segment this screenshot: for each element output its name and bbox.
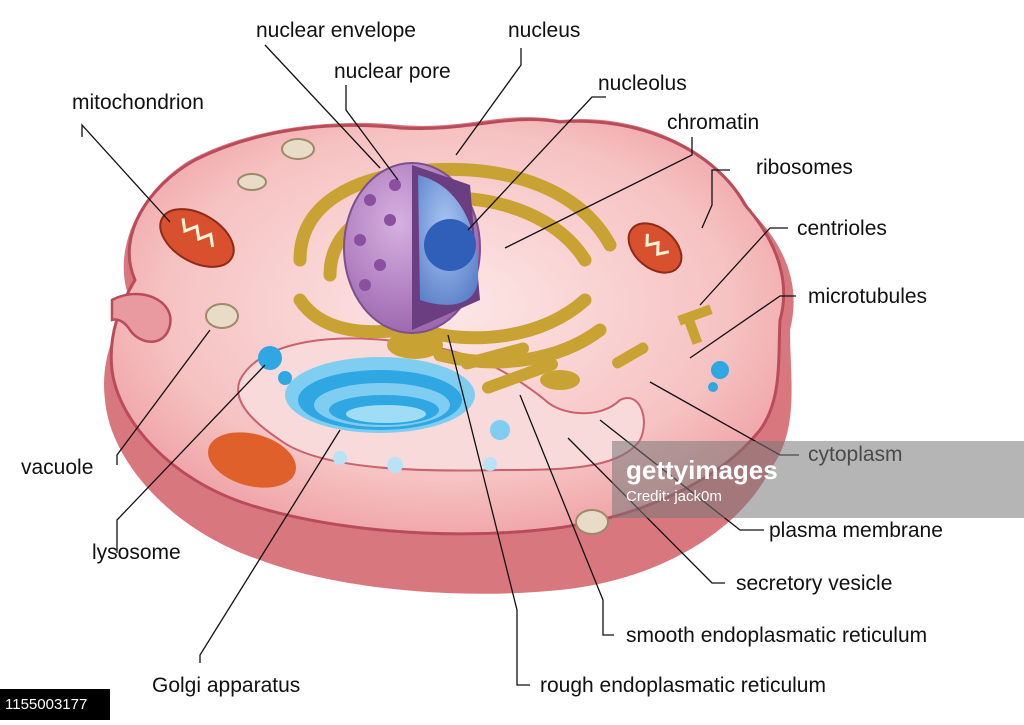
label-golgi-apparatus: Golgi apparatus — [152, 674, 301, 697]
label-nucleolus: nucleolus — [598, 72, 687, 95]
vacuole — [205, 303, 239, 329]
vesicle-blue — [711, 361, 729, 379]
golgi-apparatus — [258, 346, 510, 473]
vesicle-left — [237, 173, 267, 191]
label-nucleus: nucleus — [508, 19, 581, 42]
secretory-vesicle — [575, 509, 609, 535]
watermark-bar — [612, 441, 1024, 518]
vesicle-top — [281, 138, 315, 160]
mitochondrion-right — [627, 222, 683, 274]
nucleus — [343, 162, 481, 334]
label-nuclear-envelope: nuclear envelope — [256, 19, 416, 42]
label-vacuole: vacuole — [21, 456, 94, 479]
vesicle-blue-small — [708, 382, 718, 392]
lysosome — [208, 432, 296, 488]
membrane-fold-left — [110, 292, 172, 343]
image-id-bar — [0, 689, 110, 720]
label-microtubules: microtubules — [808, 285, 928, 308]
label-chromatin: chromatin — [667, 111, 760, 134]
label-plasma-membrane: plasma membrane — [769, 519, 943, 542]
label-centrioles: centrioles — [797, 217, 887, 240]
label-lysosome: lysosome — [92, 541, 181, 564]
label-rough-er: rough endoplasmatic reticulum — [540, 674, 826, 697]
smooth-endoplasmic-reticulum — [387, 331, 649, 394]
label-nuclear-pore: nuclear pore — [334, 60, 451, 83]
centrioles — [677, 304, 713, 345]
image-id: 1155003177 — [5, 696, 88, 713]
mitochondrion — [159, 208, 235, 268]
label-secretory-vesicle: secretory vesicle — [736, 572, 893, 595]
label-mitochondrion: mitochondrion — [72, 91, 204, 114]
watermark-credit: Credit: jack0m — [626, 488, 722, 505]
watermark-logo: gettyimages — [626, 455, 778, 485]
label-smooth-er: smooth endoplasmatic reticulum — [626, 624, 928, 647]
label-ribosomes: ribosomes — [756, 156, 853, 179]
nucleolus — [424, 219, 476, 271]
